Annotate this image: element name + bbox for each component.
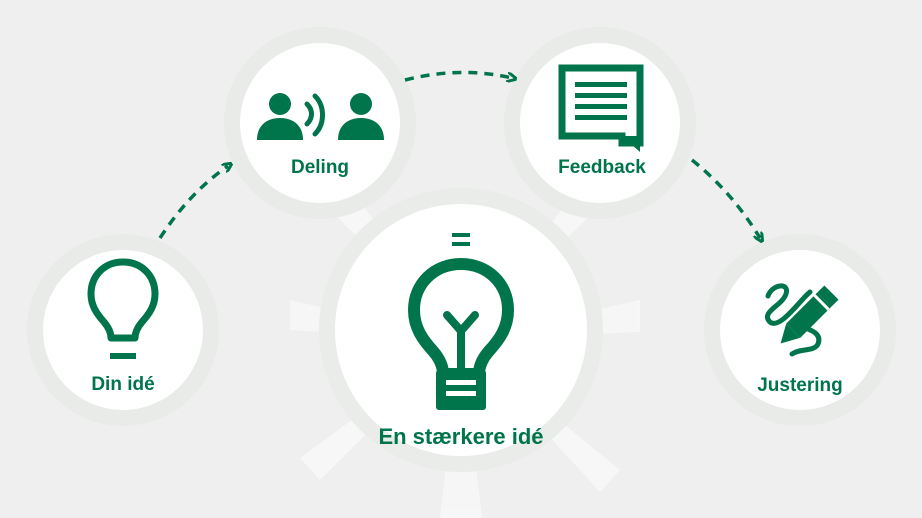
- justering-label: Justering: [757, 375, 843, 396]
- din-ide-label: Din idé: [91, 374, 155, 395]
- pencil-squiggle-icon: [765, 283, 839, 357]
- resultat-label: En stærkere idé: [378, 424, 544, 449]
- arrow-deling-to-feedback: [404, 70, 512, 80]
- arrow-din-ide-to-deling: [158, 166, 228, 239]
- feedback-label: Feedback: [558, 157, 646, 178]
- equals-sign: [452, 233, 470, 246]
- deling-label: Deling: [290, 157, 350, 178]
- chat-message-icon: [558, 64, 644, 152]
- people-talking-icon: [257, 93, 384, 140]
- lightbulb-outline-icon: [87, 258, 159, 359]
- din-ide-circle: [43, 250, 203, 410]
- arrow-feedback-to-justering: [690, 158, 760, 238]
- lightbulb-bold-icon: [408, 258, 514, 410]
